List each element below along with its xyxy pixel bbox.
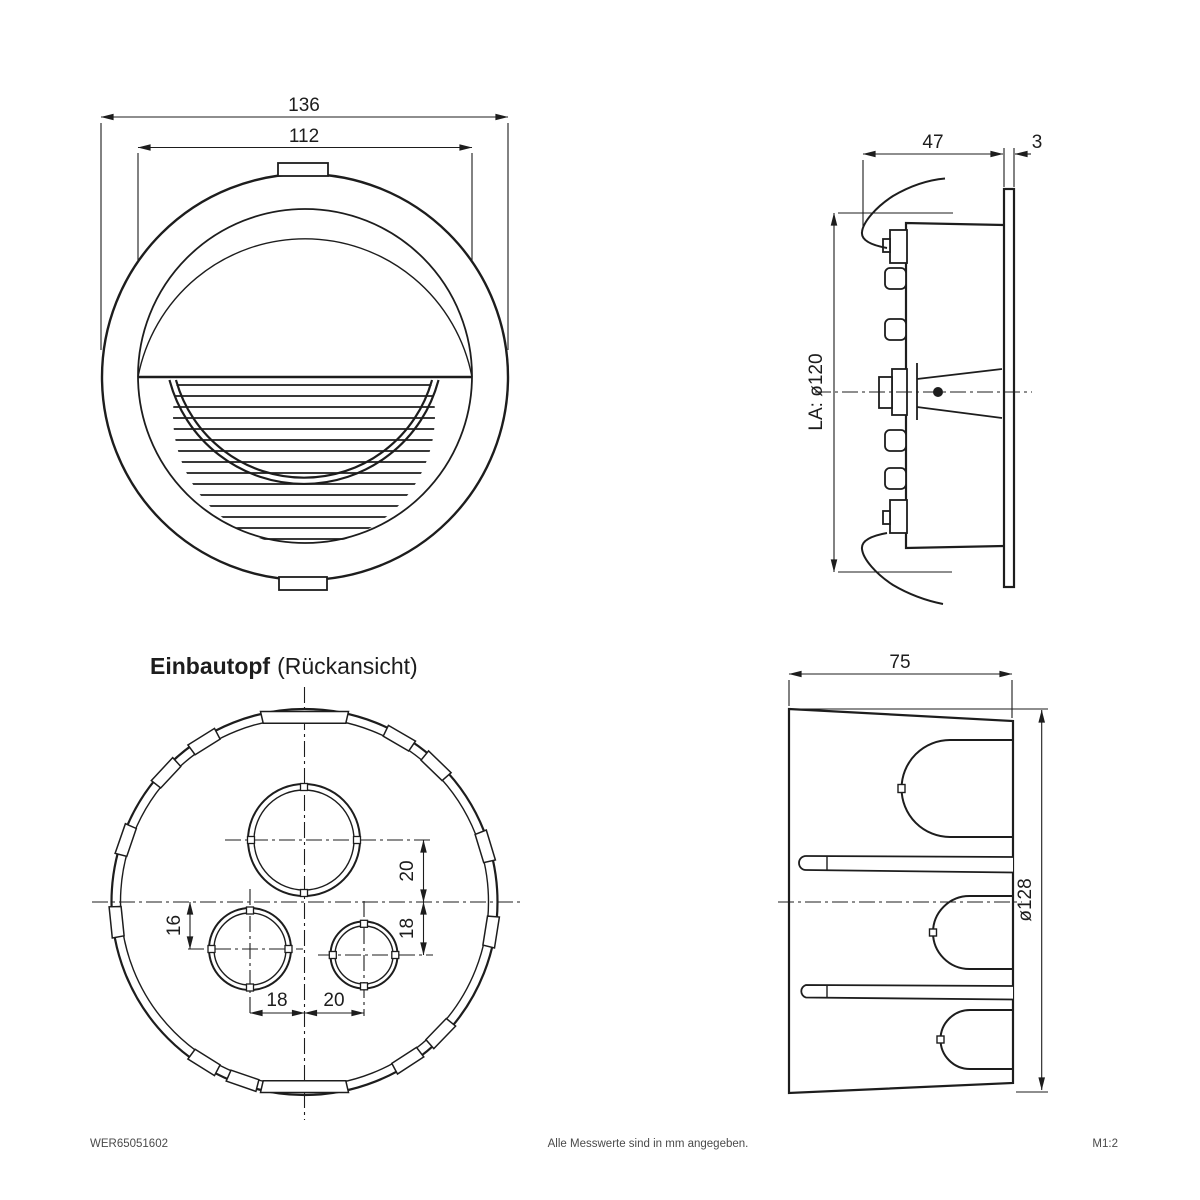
side-dim-cutout: LA: ø120 — [806, 212, 838, 573]
side-dim-cutout-label: LA: ø120 — [806, 353, 827, 430]
rear-view-title: Einbautopf(Rückansicht) — [150, 653, 418, 679]
footer-scale: M1:2 — [1092, 1138, 1118, 1150]
rear-rim-tabs — [108, 710, 501, 1094]
front-dim-136-label: 136 — [288, 95, 320, 116]
side-lug-1 — [884, 267, 907, 290]
side-clip-pin-top — [882, 238, 891, 253]
side-view: 47 3 LA: ø120 — [806, 132, 1043, 605]
side-reflector-cone — [916, 368, 1003, 419]
pot-tunnel-top-bridge — [897, 783, 906, 794]
rear-dim-20-horizontal: 20 — [304, 990, 365, 1017]
front-dim-112-label: 112 — [289, 126, 319, 147]
pot-tunnel-bottom-bridge — [936, 1035, 945, 1044]
rear-dim-20v-label: 20 — [397, 860, 418, 881]
pot-dim-128: ø128 — [1015, 709, 1045, 1091]
rear-dim-16: 16 — [164, 901, 194, 950]
footer: WER65051602 Alle Messwerte sind in mm an… — [90, 1138, 1118, 1150]
front-louver-bowl-inner — [174, 379, 434, 479]
pot-side-view: 75 ø128 — [778, 652, 1048, 1095]
front-view: 136 112 — [100, 95, 510, 591]
side-can-body — [904, 221, 1005, 550]
rear-view: Einbautopf(Rückansicht) 16 — [92, 653, 520, 1120]
side-spring-clip-bottom — [860, 532, 944, 605]
pot-tunnel-middle-bridge — [928, 928, 938, 937]
rear-dim-18-horizontal: 18 — [249, 990, 305, 1017]
pot-body-outline — [787, 707, 1015, 1095]
rear-outer-rim — [110, 707, 499, 1097]
pot-dim-75-label: 75 — [889, 652, 910, 673]
side-spring-clip-top — [860, 177, 946, 249]
front-eyelid-arc — [137, 238, 473, 378]
pot-dim-75: 75 — [788, 652, 1013, 678]
rear-dim-18h-label: 18 — [266, 990, 287, 1011]
front-louver-lines — [173, 384, 435, 540]
side-bezel-plate — [1002, 187, 1016, 589]
pot-dim-128-label: ø128 — [1015, 878, 1036, 921]
pot-slot-lower — [800, 984, 1014, 1001]
rear-dim-18v-label: 18 — [397, 918, 418, 939]
front-dim-112: 112 — [137, 126, 473, 260]
side-lug-4 — [884, 467, 907, 490]
rear-dim-16-label: 16 — [164, 915, 185, 936]
side-lug-3 — [884, 429, 907, 452]
side-dim-3-label: 3 — [1032, 132, 1043, 153]
side-clip-bracket-bottom — [889, 499, 908, 534]
side-dim-47-label: 47 — [922, 132, 943, 153]
side-dim-3: 3 — [1014, 132, 1043, 158]
front-dim-136: 136 — [100, 95, 509, 350]
pot-slot-upper — [798, 855, 1014, 874]
front-mounting-tab-top — [277, 162, 329, 177]
side-clip-pin-bottom — [882, 510, 891, 525]
side-dim-47: 47 — [862, 132, 1004, 158]
footer-article-number: WER65051602 — [90, 1138, 168, 1150]
front-mounting-tab-bottom — [278, 576, 328, 591]
rear-dim-20h-label: 20 — [323, 990, 344, 1011]
side-lug-2 — [884, 318, 907, 341]
rear-dim-20-vertical: 20 — [397, 839, 427, 903]
footer-note: Alle Messwerte sind in mm angegeben. — [548, 1138, 749, 1150]
rear-dim-18-vertical: 18 — [397, 901, 427, 956]
side-clip-bracket-top — [889, 229, 908, 264]
side-lamp-point — [933, 387, 943, 397]
rear-knockout-bridges — [207, 782, 400, 992]
